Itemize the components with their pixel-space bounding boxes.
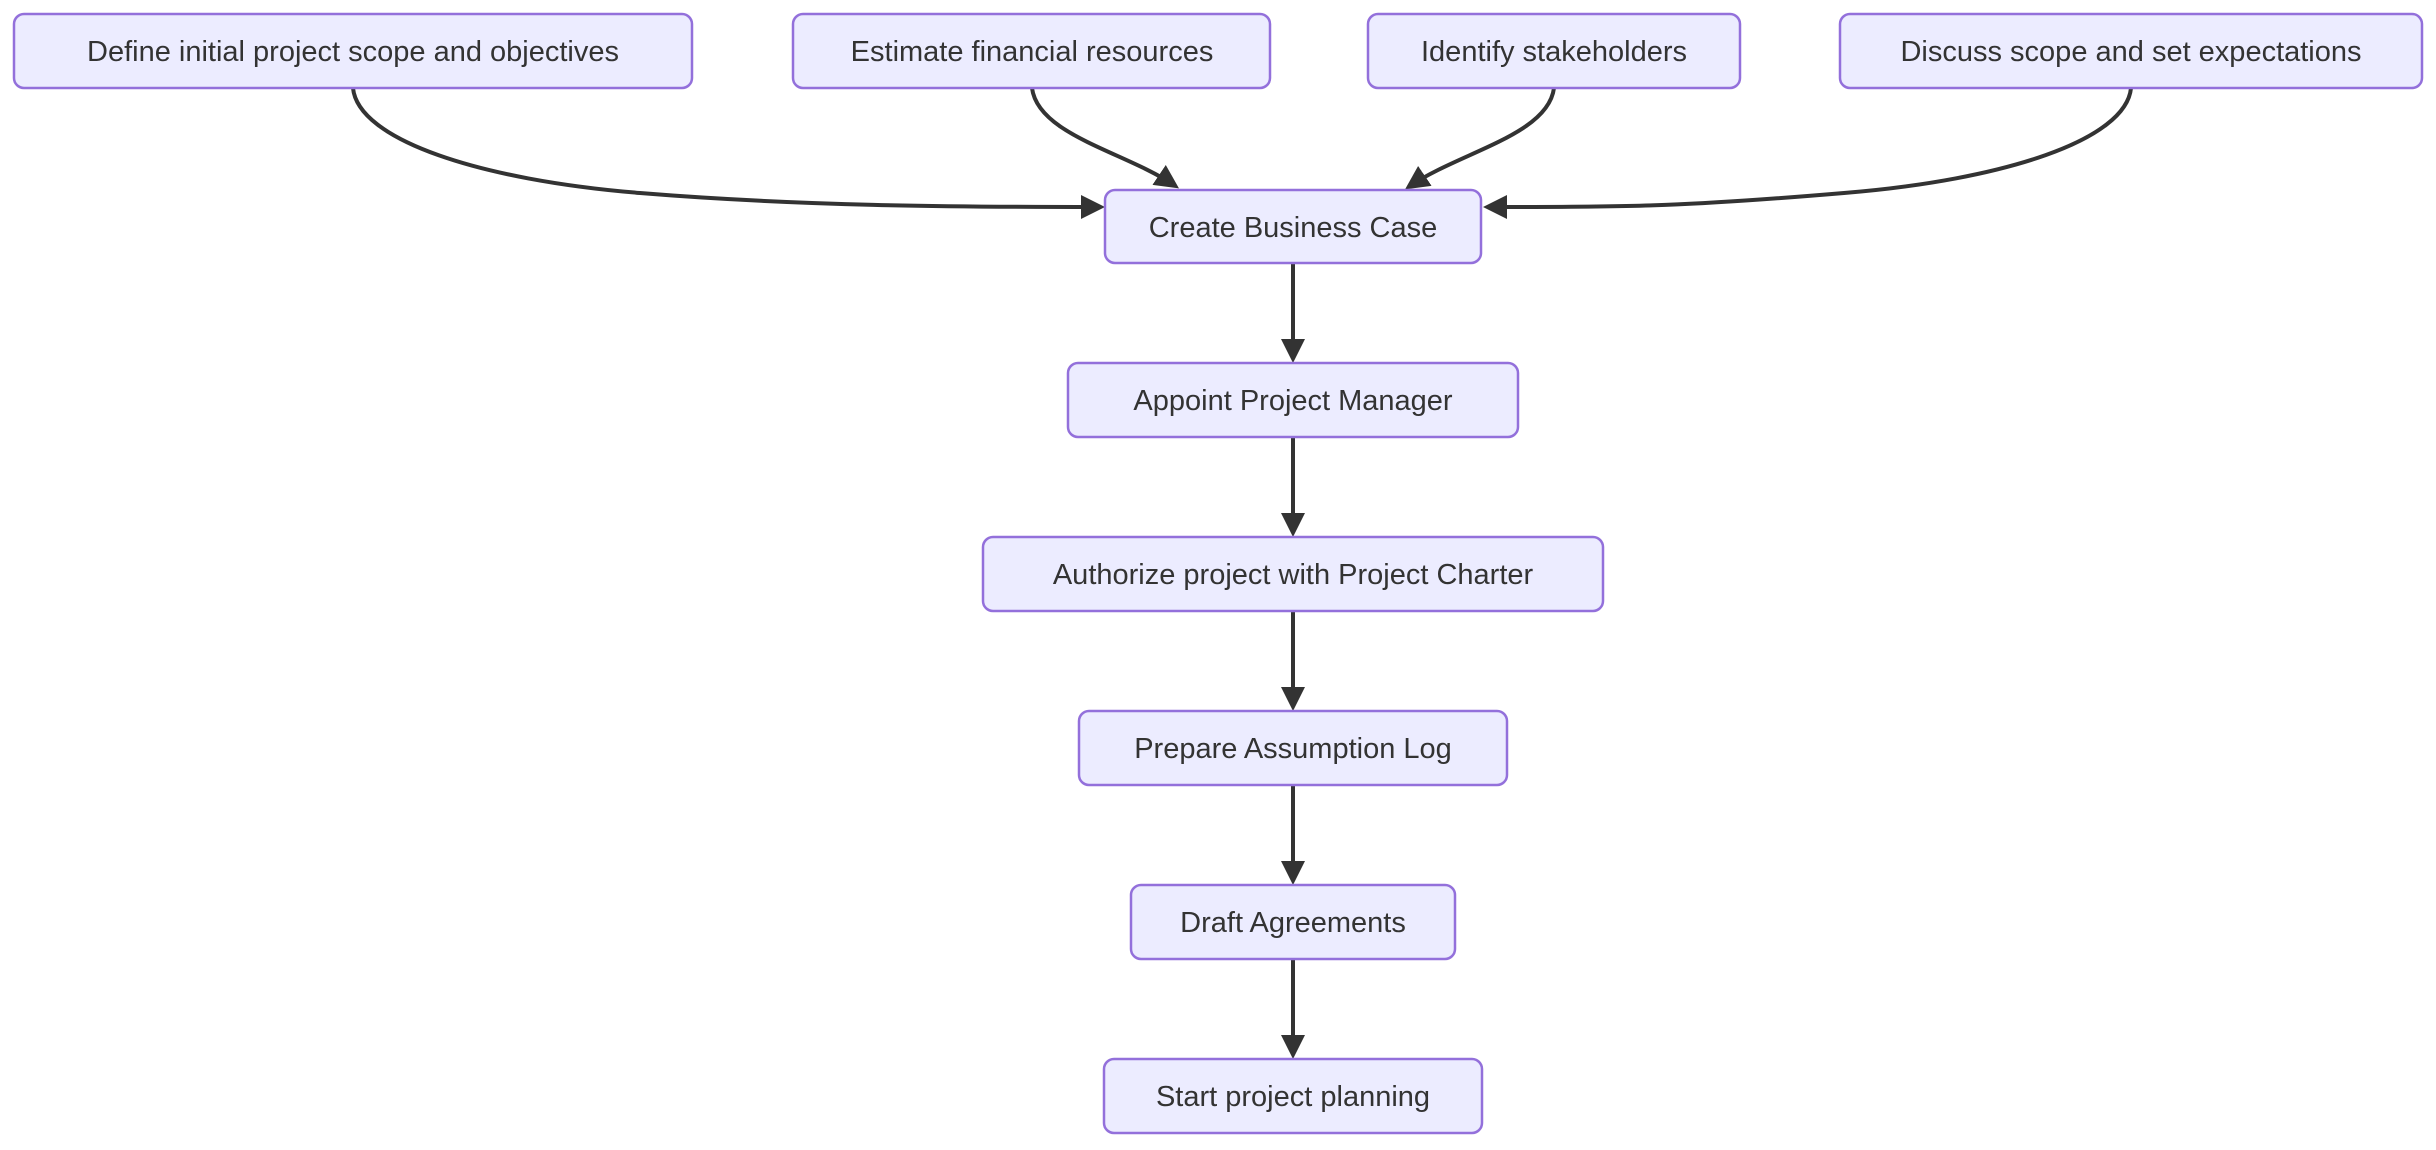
node-authorize-charter: Authorize project with Project Charter [981,535,1605,613]
node-box [1102,1057,1484,1135]
node-label: Appoint Project Manager [1133,385,1453,417]
node-box [1838,12,2424,90]
edge-define-scope-to-create-business-case [351,86,1105,219]
node-box [1129,883,1457,961]
node-label: Estimate financial resources [851,36,1214,68]
node-box [1103,188,1483,265]
node-label: Identify stakeholders [1421,36,1687,68]
node-define-scope: Define initial project scope and objecti… [12,12,694,90]
node-estimate-financial: Estimate financial resources [791,12,1272,90]
node-create-business-case: Create Business Case [1103,188,1483,265]
node-box [1366,12,1742,90]
edge-discuss-scope-to-create-business-case [1483,86,2133,219]
node-label: Discuss scope and set expectations [1900,36,2361,68]
edge-estimate-financial-to-create-business-case [1030,86,1179,189]
node-box [791,12,1272,90]
node-label: Start project planning [1156,1081,1430,1113]
node-label: Create Business Case [1149,212,1438,244]
node-appoint-pm: Appoint Project Manager [1066,361,1520,439]
node-box [1077,709,1509,787]
node-start-planning: Start project planning [1102,1057,1484,1135]
node-box [1066,361,1520,439]
node-draft-agreements: Draft Agreements [1129,883,1457,961]
edges-layer [351,86,2133,1059]
node-box [981,535,1605,613]
node-label: Define initial project scope and objecti… [87,36,619,68]
node-box [12,12,694,90]
node-prepare-assumption-log: Prepare Assumption Log [1077,709,1509,787]
node-discuss-scope: Discuss scope and set expectations [1838,12,2424,90]
edge-identify-stakeholders-to-create-business-case [1405,86,1556,190]
node-label: Authorize project with Project Charter [1053,559,1534,591]
node-identify-stakeholders: Identify stakeholders [1366,12,1742,90]
node-label: Prepare Assumption Log [1134,733,1452,765]
node-label: Draft Agreements [1180,907,1406,939]
